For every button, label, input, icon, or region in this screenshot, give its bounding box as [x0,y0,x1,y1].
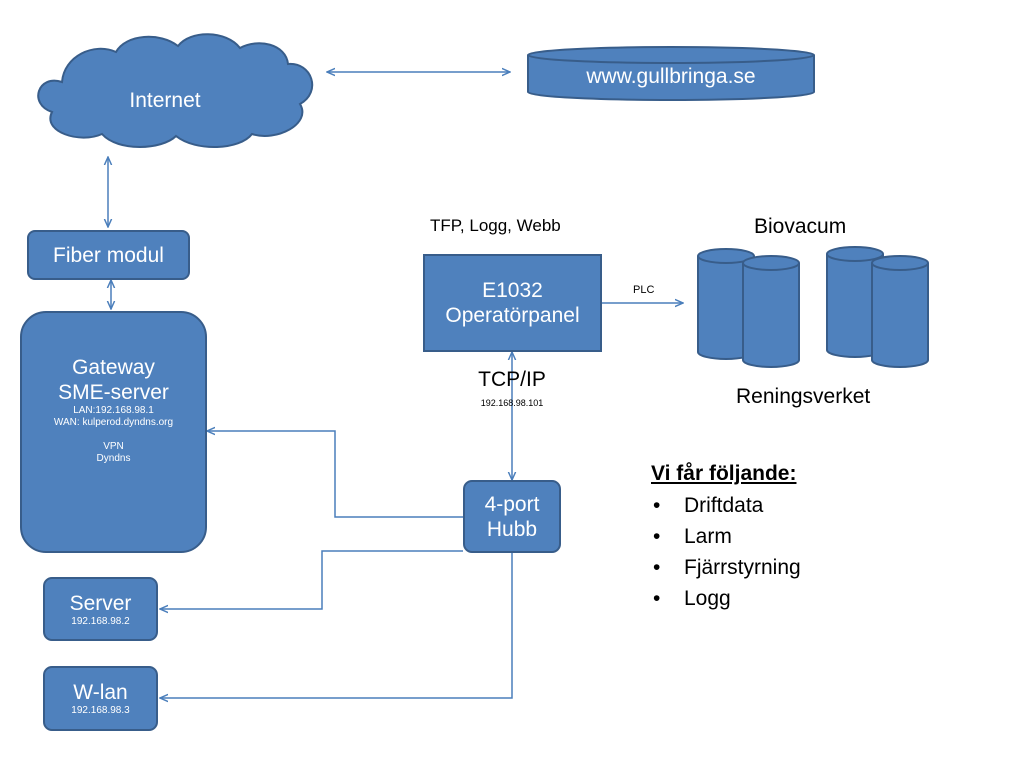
fiber-module: Fiber modul [27,230,190,280]
plc-label: PLC [633,284,655,296]
hub-line1: 4-port [484,492,540,516]
feature-item: Logg [651,583,801,614]
wlan: W-lan 192.168.98.3 [43,666,158,731]
panel-ip: 192.168.98.101 [480,398,544,408]
line-hub-wlan [160,553,513,698]
panel-protocols-label: TFP, Logg, Webb [430,216,561,235]
features-heading: Vi får följande: [651,462,797,485]
server-ip: 192.168.98.2 [71,615,130,627]
biovacum-label: Biovacum [754,215,847,238]
feature-item: Driftdata [651,490,801,521]
internet-label: Internet [129,89,201,112]
panel-model: E1032 [482,279,543,302]
gateway-title: Gateway [72,356,155,379]
tank-3 [826,246,884,358]
reningsverket-label: Reningsverket [736,385,871,408]
tcpip-label: TCP/IP [478,368,546,391]
website-label: www.gullbringa.se [586,65,756,88]
tank-2 [742,255,800,368]
wlan-ip: 192.168.98.3 [71,705,130,716]
gateway-lan: LAN:192.168.98.1 [73,405,154,416]
line-hub-server [160,550,463,609]
feature-item: Larm [651,521,801,552]
tank-4 [871,255,929,368]
server-label: Server [69,591,132,615]
server: Server 192.168.98.2 [43,577,158,641]
operator-panel: E1032 Operatörpanel [423,254,602,352]
tank-1 [697,248,755,360]
gateway-subtitle: SME-server [58,381,169,404]
gateway-wan: WAN: kulperod.dyndns.org [53,417,174,428]
cloud-icon [37,33,313,148]
line-hub-gateway [207,431,463,518]
fiber-module-label: Fiber modul [53,243,164,267]
features-list: Vi får följande: Driftdata Larm Fjärrsty… [651,462,801,614]
feature-item: Fjärrstyrning [651,552,801,583]
hub: 4-port Hubb [463,480,561,553]
wlan-label: W-lan [73,681,128,704]
gateway-server: Gateway SME-server LAN:192.168.98.1 WAN:… [20,311,207,553]
database-cylinder-icon [527,46,815,101]
gateway-vpn: VPN [103,441,124,452]
gateway-dyndns: Dyndns [96,453,131,464]
panel-name: Operatörpanel [445,304,580,327]
tank-cylinders-icon [697,246,929,368]
hub-line2: Hubb [486,517,538,541]
